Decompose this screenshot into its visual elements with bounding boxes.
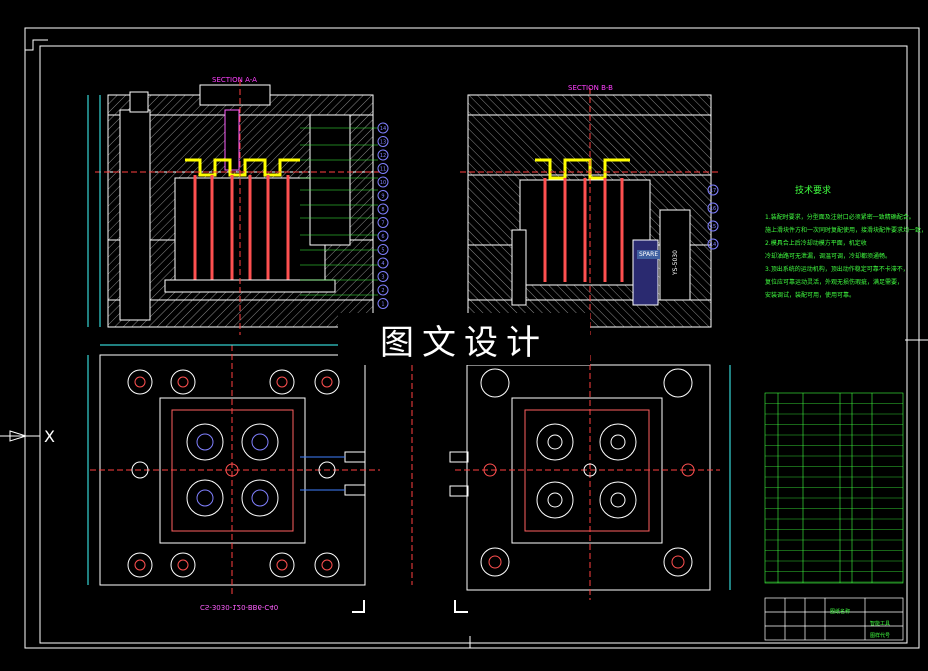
plan-view-right [455, 355, 731, 600]
callout-balloon [377, 122, 389, 134]
company-label: 智能工具 [870, 621, 891, 627]
vertical-part-label: YS-5030 [672, 250, 679, 275]
callout-number: 15 [710, 224, 716, 230]
callout-balloon [377, 163, 389, 174]
drawing-border [0, 27, 928, 649]
callout-balloon [707, 184, 719, 196]
tech-req-line: 2.模具合上后冷却动模方平面，机定收 [765, 240, 867, 247]
callout-balloon [377, 149, 389, 161]
callout-balloons-b: 17 16 15 14 [707, 184, 719, 250]
title-block [764, 597, 904, 641]
callout-balloon [707, 238, 719, 250]
callout-number: 13 [380, 140, 386, 146]
corner-mark [352, 600, 365, 613]
callout-number: 2 [381, 288, 384, 294]
callout-balloon [377, 136, 389, 147]
parts-list-rows [765, 403, 903, 583]
callout-number: 3 [381, 275, 384, 281]
callout-number: 9 [381, 194, 384, 200]
callout-number: 10 [380, 180, 386, 186]
callout-number: 5 [381, 248, 384, 254]
cooling-fittings-left [300, 451, 366, 496]
corner-mark [454, 600, 468, 613]
callout-number: 8 [381, 207, 384, 213]
callout-balloon [377, 176, 389, 188]
cooling-fittings-right [449, 451, 469, 497]
parts-list-table [764, 392, 904, 584]
callout-number: 16 [710, 206, 716, 212]
tech-req-line: 冷却油路可无泄漏，调温可调，冷却都须通畅。 [765, 253, 892, 260]
callout-balloon [377, 244, 389, 255]
x-marker: X [44, 427, 55, 446]
callout-balloon [707, 202, 719, 214]
callout-balloon [377, 230, 389, 242]
callout-number: 17 [710, 188, 716, 194]
spare-label: SPARE [637, 250, 661, 259]
tech-req-line: 3.顶出系统的运动机构，顶出动作稳定可靠不卡滞不， [765, 266, 909, 273]
callout-number: 12 [380, 153, 386, 159]
callout-number: 14 [380, 126, 386, 132]
callout-number: 11 [380, 167, 386, 173]
callout-balloon [377, 271, 389, 282]
callout-number: 14 [710, 242, 716, 248]
callout-balloon [377, 203, 389, 215]
plan-view-left [87, 344, 413, 595]
tech-req-line: 1.装配时要求，分型面及注射口必须紧密一致精确配合。 [765, 214, 915, 221]
callout-balloon [377, 217, 389, 228]
section-b-view [460, 88, 720, 335]
mirrored-bottom-label: CS-3030-120-BB6-C40 [200, 603, 279, 611]
drawing-code-label: 图样代号 [870, 633, 891, 639]
designer-label: 图纸名称 [830, 609, 851, 615]
section-b-label: SECTION B-B [568, 84, 613, 92]
plan-view-left-holes [127, 369, 340, 578]
watermark: 图文设计 [338, 313, 590, 365]
tech-req-line: 安装调试，装配可用，使用可靠。 [765, 292, 856, 299]
callout-balloon [707, 220, 719, 232]
callout-number: 7 [381, 221, 384, 227]
plan-view-right-holes [480, 368, 695, 577]
technical-requirements-title: 技术要求 [795, 186, 832, 196]
callout-number: 6 [381, 234, 384, 240]
callout-balloons-a: 14 13 12 11 10 9 8 7 6 5 4 3 2 1 [377, 122, 389, 309]
callout-number: 4 [381, 261, 384, 267]
tech-req-line: 施上滑块件方和一次同时复配使用，接滑块配件要求均一致， [765, 227, 928, 234]
callout-balloon [377, 257, 389, 269]
callout-balloon [377, 190, 389, 201]
tech-req-line: 复位应可靠运动灵活，外观无损伤瑕疵，满足需要， [765, 279, 904, 286]
section-a-view [87, 80, 380, 335]
section-a-label: SECTION A-A [212, 76, 257, 84]
callout-leaders-a [300, 127, 378, 296]
callout-number: 1 [381, 302, 384, 308]
callout-balloon [377, 284, 389, 296]
callout-balloon [377, 298, 389, 309]
